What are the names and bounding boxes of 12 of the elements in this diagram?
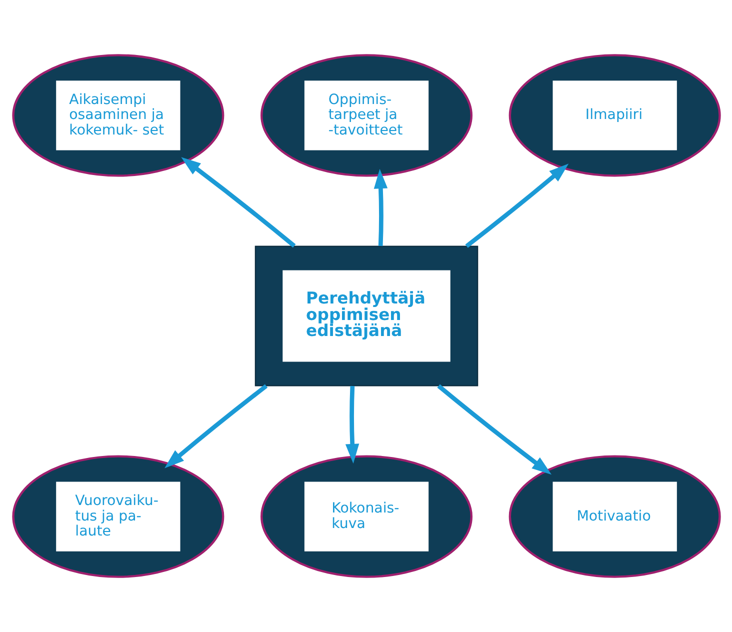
node-ellipse: Kokonais- kuva — [260, 455, 472, 578]
node-ellipse: Ilmapiiri — [508, 54, 720, 177]
arrow — [344, 386, 359, 464]
node-ellipse: Vuorovaiku- tus ja pa- laute — [12, 455, 224, 578]
arrow — [164, 384, 268, 468]
node-ellipse: Aikaisempi osaaminen ja kokemuk- set — [12, 54, 224, 177]
arrow — [180, 157, 296, 248]
node-ellipse: Oppimis- tarpeet ja -tavoitteet — [260, 54, 472, 177]
arrow — [464, 164, 568, 248]
arrow — [436, 384, 552, 475]
arrow — [373, 168, 388, 246]
node-box: Perehdyttäjä oppimisen edistäjänä — [254, 246, 478, 386]
